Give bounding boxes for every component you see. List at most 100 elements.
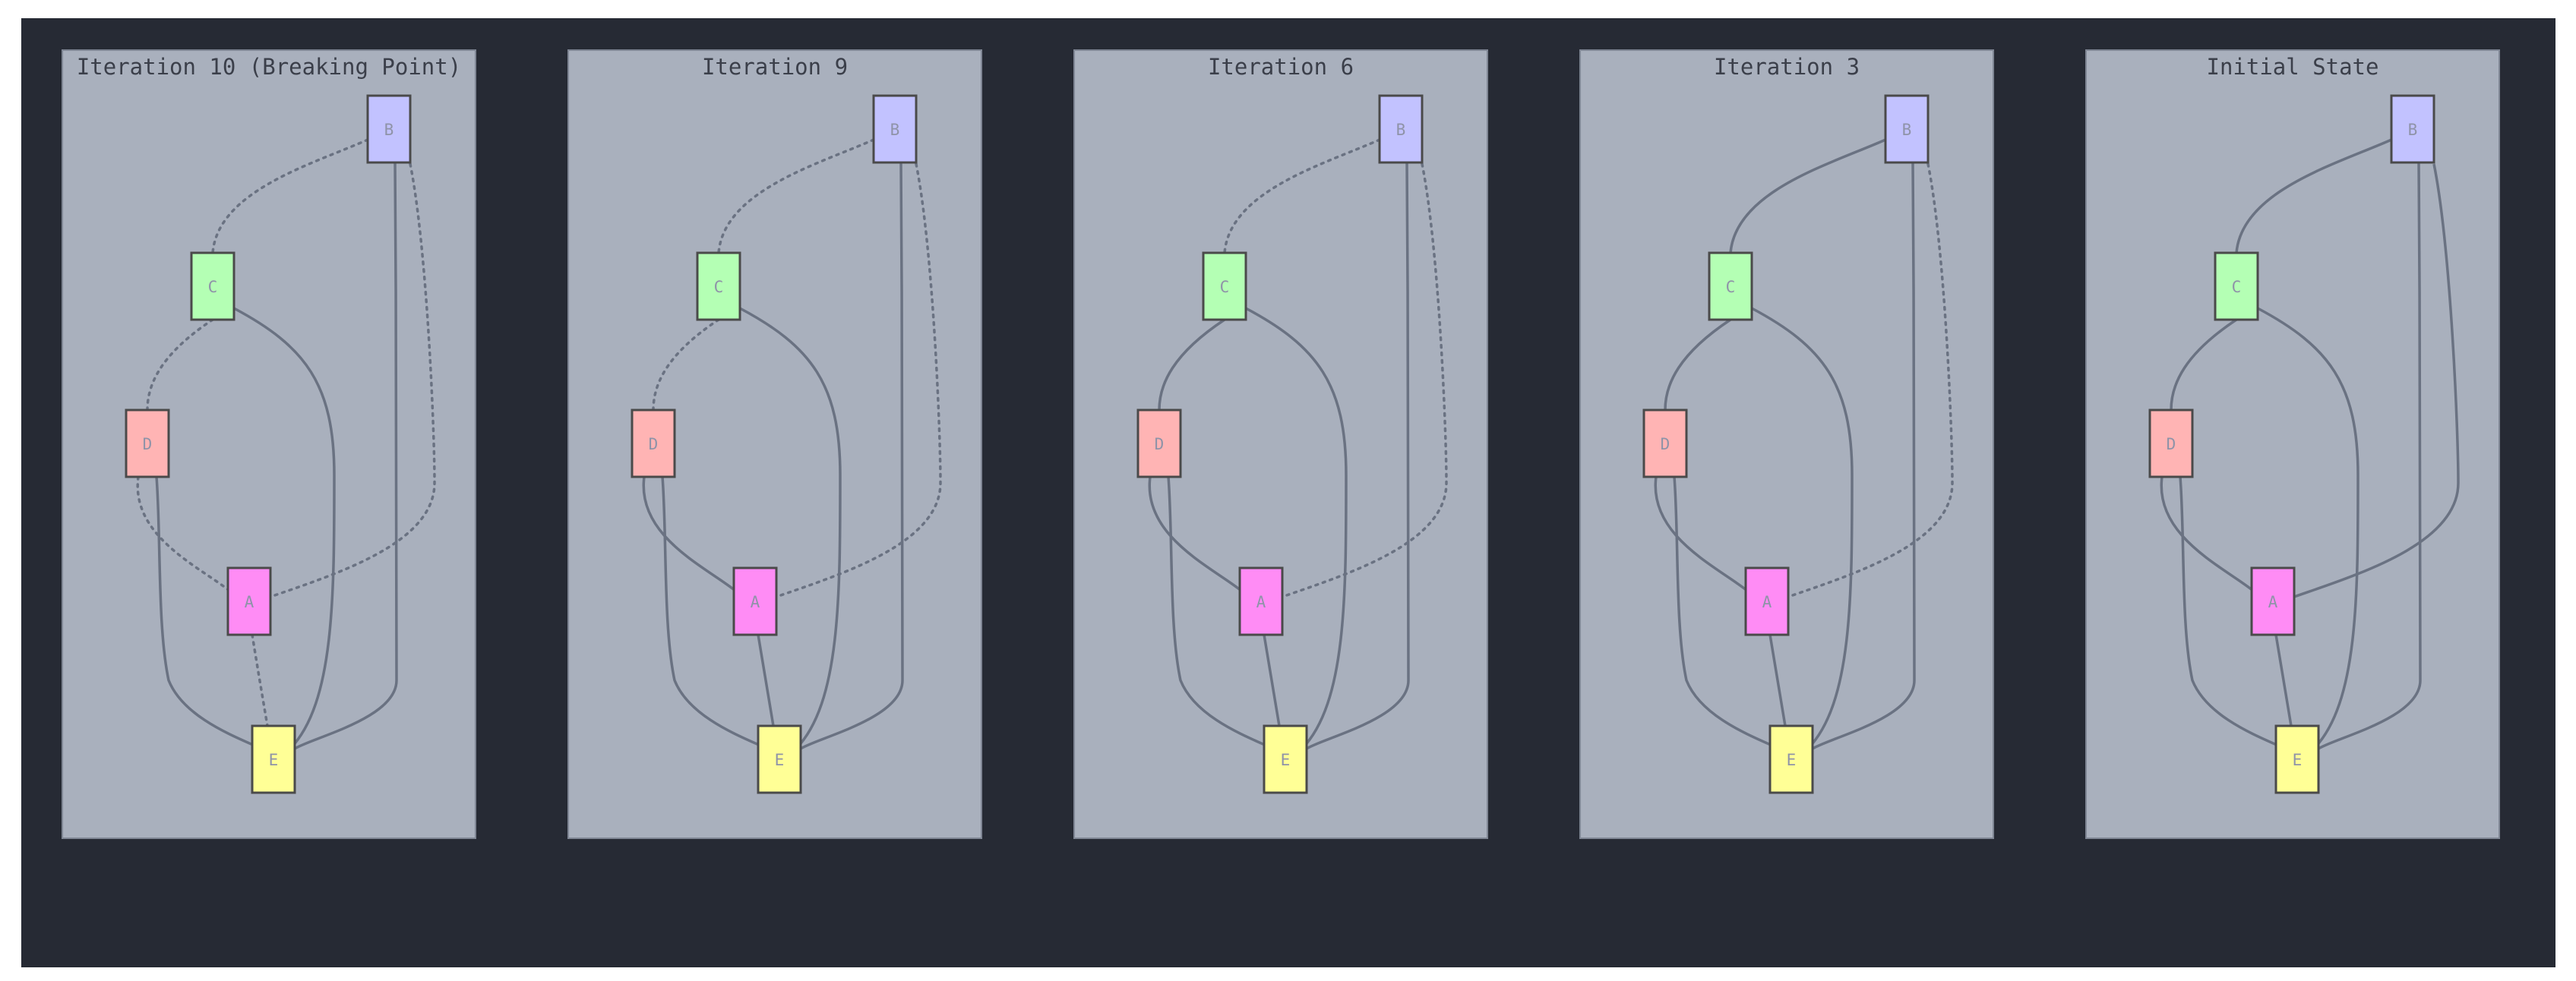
node-d: D	[1642, 408, 1688, 478]
node-box	[125, 408, 170, 478]
node-e: E	[1768, 724, 1814, 794]
node-box	[2148, 408, 2194, 478]
edges	[1148, 138, 1448, 750]
node-box	[2274, 724, 2320, 794]
node-box	[1744, 566, 1790, 636]
panel-background	[2085, 49, 2500, 839]
node-box	[732, 566, 778, 636]
edge-b-c-dotted	[1223, 138, 1381, 254]
edge-b-c-solid	[2235, 138, 2392, 254]
edges	[642, 138, 942, 750]
edge-a-e-solid	[2274, 634, 2293, 727]
edge-c-d-solid	[2170, 318, 2237, 411]
node-label: E	[1787, 751, 1797, 769]
edges	[136, 138, 436, 750]
edge-b-e-solid	[1306, 162, 1410, 750]
panel-background	[1073, 49, 1488, 839]
node-e: E	[251, 724, 296, 794]
node-b: B	[1378, 94, 1424, 164]
edge-b-a-dotted	[775, 162, 942, 598]
edge-d-a-solid	[642, 476, 737, 592]
node-e: E	[1263, 724, 1308, 794]
node-box	[2390, 94, 2435, 164]
node-box	[190, 251, 235, 321]
node-box	[1642, 408, 1688, 478]
node-label: C	[1220, 278, 1230, 296]
node-b: B	[1884, 94, 1930, 164]
node-label: D	[1661, 435, 1670, 453]
panel-background	[62, 49, 476, 839]
edge-b-a-dotted	[1787, 162, 1954, 598]
edge-b-a-dotted	[1281, 162, 1448, 598]
node-label: B	[890, 121, 900, 139]
edge-b-c-dotted	[211, 138, 369, 254]
node-b: B	[872, 94, 918, 164]
panel-background	[1579, 49, 1994, 839]
edge-c-e-solid	[1245, 307, 1348, 750]
edge-b-e-solid	[1812, 162, 1916, 750]
node-label: D	[649, 435, 659, 453]
node-label: D	[1155, 435, 1165, 453]
panel-title: Iteration 9	[702, 54, 848, 80]
edge-d-e-solid	[1673, 476, 1780, 750]
edge-c-d-dotted	[652, 318, 720, 412]
node-label: E	[269, 751, 279, 769]
node-a: A	[1744, 566, 1790, 636]
edge-a-e-solid	[1263, 634, 1281, 727]
edge-c-d-solid	[1158, 318, 1225, 411]
node-label: D	[143, 435, 153, 453]
node-c: C	[1202, 251, 1247, 321]
edge-d-a-solid	[1148, 476, 1243, 592]
node-label: B	[384, 121, 394, 139]
node-box	[1708, 251, 1753, 321]
node-box	[226, 566, 272, 636]
node-box	[1378, 94, 1424, 164]
node-box	[2250, 566, 2296, 636]
node-label: C	[2232, 278, 2242, 296]
node-box	[1884, 94, 1930, 164]
node-box	[1768, 724, 1814, 794]
node-box	[1202, 251, 1247, 321]
edge-a-e-dotted	[251, 633, 269, 727]
node-b: B	[2390, 94, 2435, 164]
node-box	[757, 724, 802, 794]
node-label: B	[1902, 121, 1912, 139]
node-a: A	[1238, 566, 1284, 636]
node-label: A	[1762, 593, 1772, 611]
node-label: E	[775, 751, 785, 769]
node-a: A	[2250, 566, 2296, 636]
node-a: A	[226, 566, 272, 636]
node-box	[872, 94, 918, 164]
node-e: E	[2274, 724, 2320, 794]
edge-a-e-solid	[757, 634, 775, 727]
node-e: E	[757, 724, 802, 794]
edge-b-a-solid	[2293, 163, 2460, 598]
edge-a-e-solid	[1768, 634, 1787, 727]
node-label: C	[1726, 278, 1736, 296]
edge-d-a-dotted	[136, 475, 231, 592]
node-d: D	[125, 408, 170, 478]
edge-b-e-solid	[800, 162, 904, 750]
edge-c-e-solid	[2257, 307, 2359, 750]
node-d: D	[1136, 408, 1182, 478]
edge-c-e-solid	[233, 307, 336, 750]
edge-b-e-solid	[2318, 162, 2422, 750]
edge-d-e-solid	[2179, 476, 2286, 750]
node-label: E	[1281, 751, 1291, 769]
node-label: A	[2268, 593, 2278, 611]
edge-b-e-solid	[294, 162, 398, 750]
node-box	[251, 724, 296, 794]
node-c: C	[190, 251, 235, 321]
node-label: B	[2408, 121, 2418, 139]
edge-d-a-solid	[2160, 476, 2255, 592]
node-c: C	[1708, 251, 1753, 321]
node-label: C	[208, 278, 218, 296]
panel-title: Initial State	[2207, 54, 2379, 80]
edge-d-a-solid	[1654, 476, 1749, 592]
node-label: A	[751, 593, 760, 611]
panel-title: Iteration 10 (Breaking Point)	[77, 54, 461, 80]
edge-b-c-solid	[1729, 138, 1886, 254]
panel-title: Iteration 6	[1208, 54, 1354, 80]
